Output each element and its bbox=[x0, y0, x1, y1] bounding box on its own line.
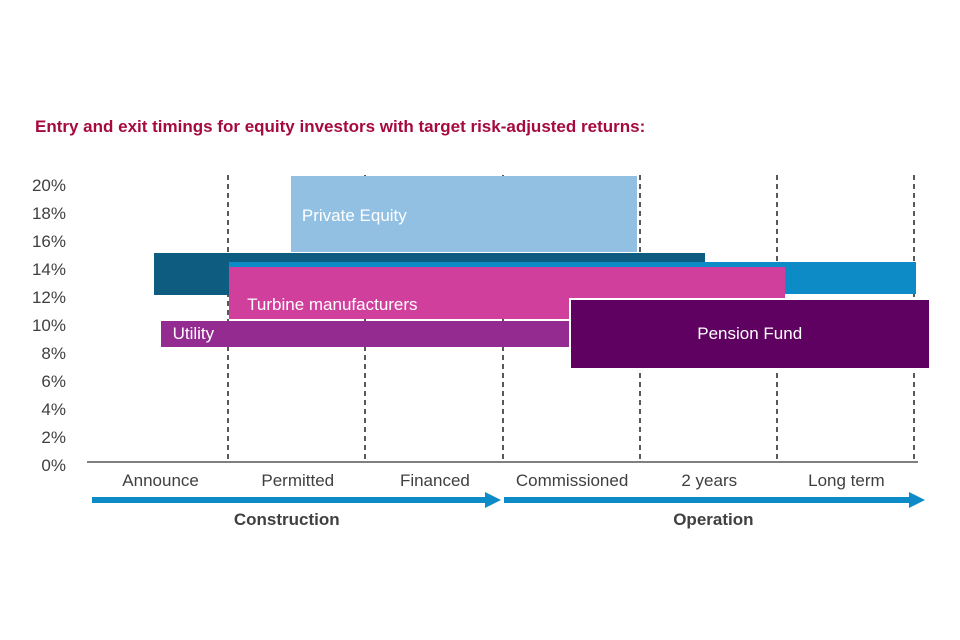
construction-phase-arrow bbox=[92, 497, 485, 503]
y-axis-tick-label: 6% bbox=[41, 372, 66, 391]
pension-fund-bar-label: Pension Fund bbox=[697, 323, 803, 343]
x-axis-category-label: Permitted bbox=[261, 471, 335, 490]
x-axis-category-label: Commissioned bbox=[515, 471, 629, 490]
y-axis-tick-label: 2% bbox=[41, 428, 66, 447]
operation-phase-arrow bbox=[503, 497, 909, 503]
y-axis-tick-label: 14% bbox=[31, 260, 66, 279]
private-equity-bar-label: Private Equity bbox=[301, 206, 407, 226]
y-axis-tick-label: 12% bbox=[31, 288, 66, 307]
category-gridline bbox=[227, 175, 230, 461]
bar-pension-fund-bar: Pension Fund bbox=[570, 299, 929, 369]
bar-private-equity-bar: Private Equity bbox=[290, 176, 637, 252]
y-axis-tick-label: 18% bbox=[31, 204, 66, 223]
operation-phase-arrowhead-icon bbox=[908, 492, 925, 508]
construction-phase-label: Construction bbox=[233, 510, 340, 529]
y-axis-tick-label: 20% bbox=[31, 176, 66, 195]
y-axis-tick-label: 10% bbox=[31, 316, 66, 335]
operation-phase-label: Operation bbox=[673, 510, 754, 529]
x-axis-category-label: Long term bbox=[808, 471, 885, 490]
utility-bar-label: Utility bbox=[172, 323, 215, 343]
bar-utility-bar: Utility bbox=[160, 320, 571, 348]
y-axis-tick-label: 0% bbox=[41, 456, 66, 475]
y-axis-tick-label: 16% bbox=[31, 232, 66, 251]
x-axis-category-label: 2 years bbox=[681, 471, 738, 490]
chart-title: Entry and exit timings for equity invest… bbox=[35, 117, 646, 136]
x-axis-category-label: Financed bbox=[399, 471, 470, 490]
construction-phase-arrowhead-icon bbox=[484, 492, 501, 508]
y-axis-tick-label: 4% bbox=[41, 400, 66, 419]
turbine-manufacturers-bar-label: Turbine manufacturers bbox=[247, 295, 418, 315]
y-axis-tick-label: 8% bbox=[41, 344, 66, 363]
x-axis-line bbox=[87, 461, 918, 463]
x-axis-category-label: Announce bbox=[122, 471, 199, 490]
